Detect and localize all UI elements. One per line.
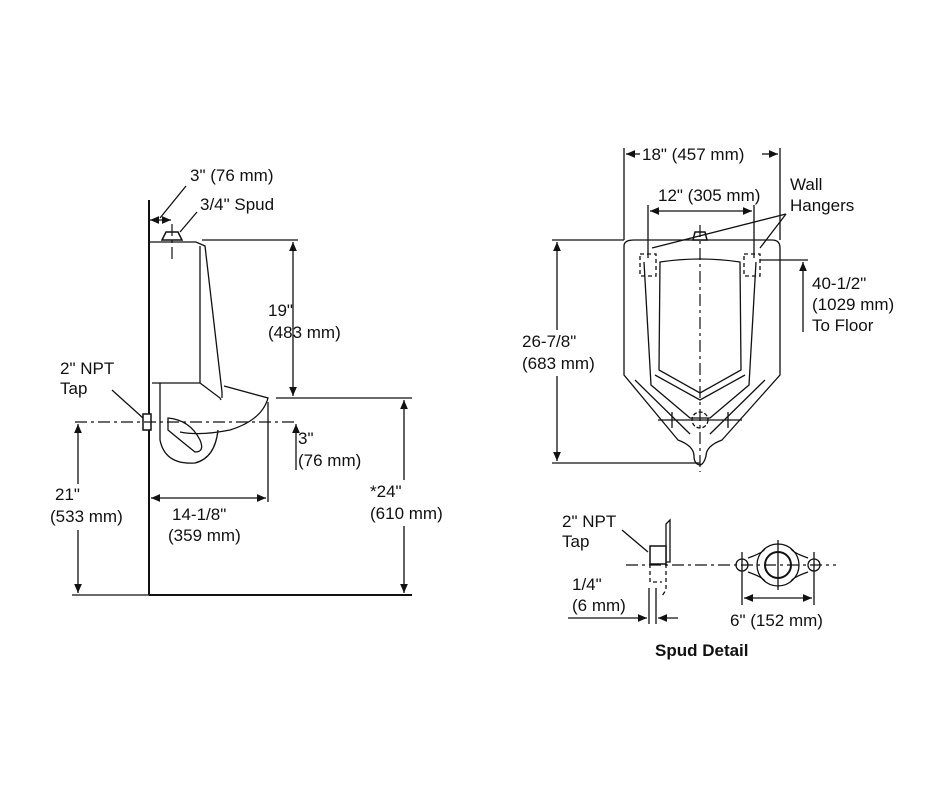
spud-detail: 2" NPT Tap 1/4" (6 mm) 6" (152 mm) Spud … [562, 512, 836, 660]
front-view: 18" (457 mm) 12" (305 mm) Wall Hangers 2… [518, 145, 894, 472]
tap-label-line1: 2" NPT [60, 359, 114, 378]
tap-height-mm: (533 mm) [50, 507, 123, 526]
projection-in: 14-1/8" [172, 505, 226, 524]
spud-offset-label: 3" (76 mm) [190, 166, 274, 185]
wall-hanger-right [743, 253, 761, 277]
spud-tap-line2: Tap [562, 532, 589, 551]
height-mm: (683 mm) [522, 354, 595, 373]
spud-side [160, 224, 184, 262]
wall-hangers-line2: Hangers [790, 196, 854, 215]
spud-size-label: 3/4" Spud [200, 195, 274, 214]
lip-height-mm: (483 mm) [268, 323, 341, 342]
gap-mm: (6 mm) [572, 596, 626, 615]
hanger-height-line2: (1029 mm) [812, 295, 894, 314]
rim-height-in: *24" [370, 482, 402, 501]
rim-height-mm: (610 mm) [370, 504, 443, 523]
lip-drop-in: 3" [298, 429, 314, 448]
projection-mm: (359 mm) [168, 526, 241, 545]
height-in: 26-7/8" [522, 332, 576, 351]
flange-width-label: 6" (152 mm) [730, 611, 823, 630]
tap-label-line2: Tap [60, 379, 87, 398]
spud-tap-line1: 2" NPT [562, 512, 616, 531]
urinal-front-outline [623, 231, 781, 466]
lip-drop-mm: (76 mm) [298, 451, 361, 470]
wall-hangers-line1: Wall [790, 175, 822, 194]
hanger-height-line3: To Floor [812, 316, 874, 335]
overall-width-label: 18" (457 mm) [642, 145, 744, 164]
hanger-spacing-label: 12" (305 mm) [658, 186, 760, 205]
spud-detail-title: Spud Detail [655, 641, 749, 660]
tap-height-in: 21" [55, 485, 80, 504]
hanger-height-line1: 40-1/2" [812, 274, 866, 293]
npt-tap-section [649, 545, 667, 565]
side-view: 3" (76 mm) 3/4" Spud 19" (483 mm) 2" NPT… [45, 166, 458, 596]
spud-flange [735, 540, 821, 605]
gap-in: 1/4" [572, 575, 602, 594]
lip-height-in: 19" [268, 301, 293, 320]
urinal-side-outline [142, 241, 269, 464]
